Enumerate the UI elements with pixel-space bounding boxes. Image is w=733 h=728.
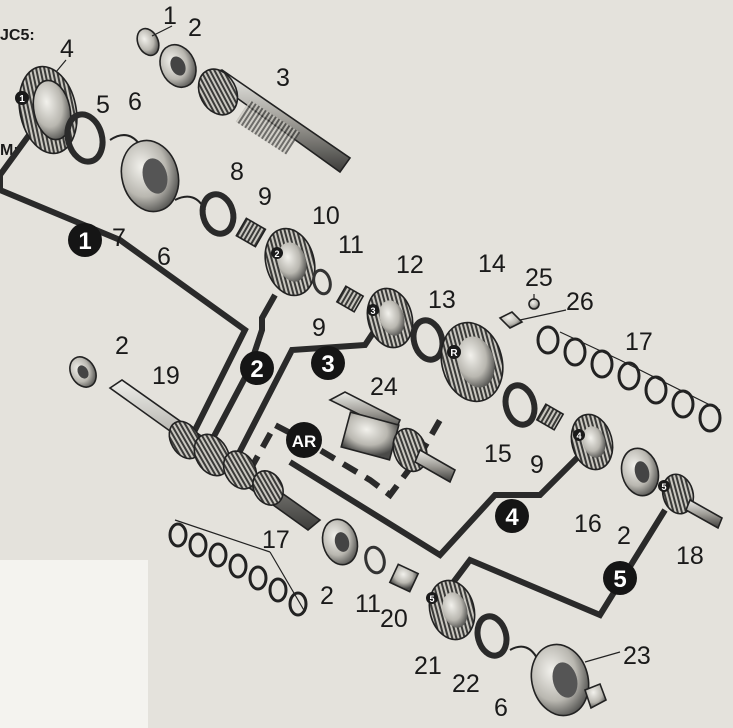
gear-mark-5: 5 [661,482,666,492]
svg-text:AR: AR [292,432,317,451]
callout-2-bottom: 2 [320,582,334,610]
badge-gear-3: 3 [311,346,345,380]
badge-gear-4: 4 [495,499,529,533]
callout-25: 25 [525,264,553,292]
part-7-synchro-hub [120,139,180,213]
part-2-bearing-left [69,356,97,388]
callout-2-top: 2 [188,14,202,42]
part-24-reverse-idler [328,391,457,484]
callout-7: 7 [112,224,126,252]
part-26-spring-plate [498,311,524,329]
part-2-bearing-right [620,447,660,497]
shift-path-2 [209,293,278,442]
callout-8: 8 [230,158,244,186]
callout-9-b: 9 [312,314,326,342]
part-20-bush [388,563,420,593]
callout-12: 12 [396,251,424,279]
callout-11-b: 11 [355,590,381,618]
part-18-gear-fifth [658,473,724,530]
callout-26: 26 [566,288,594,316]
part-12-gear-third [366,287,414,349]
callout-16: 16 [574,510,602,538]
badge-reverse: AR [286,422,322,458]
callout-5: 5 [96,91,110,119]
callout-20: 20 [380,605,408,633]
gear-mark-r: R [450,348,458,359]
diagram-header-code: JC5: [0,27,35,44]
callout-10: 10 [312,202,340,230]
part-10-gear-second [264,227,316,297]
part-17-shim-set-bottom [168,522,308,617]
part-5-synchro-ring [64,111,106,165]
callout-6-top: 6 [128,88,142,116]
callout-9-c: 9 [530,451,544,479]
part-16-gear-fourth [570,413,614,471]
part-8-synchro-ring [199,191,237,237]
callout-15: 15 [484,440,512,468]
callout-6-mid: 6 [157,243,171,271]
callout-leaders [55,25,721,663]
part-25-pin [528,298,540,310]
callout-13: 13 [428,286,456,314]
shift-badges: 1 2 3 4 5 AR [68,223,637,595]
part-13-synchro-ring [410,317,446,363]
gear-mark-4: 4 [576,431,581,441]
svg-text:1: 1 [78,228,91,255]
callout-18: 18 [676,542,704,570]
part-17-shim-set-top [536,325,722,433]
shift-path-1 [0,118,249,442]
part-22-synchro-ring [474,613,510,659]
part-15-synchro-ring [502,382,538,428]
callout-11-a: 11 [338,231,364,259]
svg-text:5: 5 [613,566,626,593]
callout-17-bottom: 17 [262,526,290,554]
callout-9-a: 9 [258,183,272,211]
gear-mark-5-driven: 5 [429,594,434,604]
part-14-reverse-synchro [440,321,504,403]
part-9-needle-bearing-a [235,217,267,248]
part-2-bearing-bottom [321,518,359,566]
part-11-washer-b [364,545,386,575]
part-9-needle-bearing-b [335,285,365,313]
callout-2-right: 2 [617,522,631,550]
callout-4: 4 [60,35,74,63]
svg-text:3: 3 [321,351,334,378]
part-21-gear-fifth-driven [426,579,476,641]
callout-14: 14 [478,250,506,278]
callout-21: 21 [414,652,442,680]
callout-23: 23 [623,642,651,670]
callout-17-top: 17 [625,328,653,356]
shift-path-4 [288,452,583,559]
part-23-synchro-hub-fifth [530,643,607,717]
callout-24: 24 [370,373,398,401]
part-4-gear-first [15,65,78,155]
paper-blank-patch [0,560,148,728]
part-2-bearing-top [159,44,197,88]
gear-mark-1: 1 [19,94,25,105]
badge-gear-1: 1 [68,223,102,257]
svg-text:2: 2 [250,356,263,383]
gear-mark-2: 2 [274,249,279,259]
part-11-washer-a [312,268,332,296]
badge-gear-5: 5 [603,561,637,595]
part-19-secondary-shaft [108,379,322,532]
part-3-primary-shaft [197,68,352,174]
shift-path-lines [0,118,668,619]
gear-marks: 1 2 3 4 5 R 5 [19,94,666,604]
callout-2-left: 2 [115,332,129,360]
callout-labels: 1 2 3 4 5 6 7 8 9 10 11 9 12 13 14 25 26… [60,2,704,722]
part-9-needle-bearing-c [535,403,565,431]
callout-3: 3 [276,64,290,92]
callout-1: 1 [163,2,177,30]
callout-6-bottom: 6 [494,694,508,722]
callout-22: 22 [452,670,480,698]
gear-mark-3: 3 [370,306,375,316]
shift-path-5 [437,508,668,619]
svg-text:4: 4 [505,504,519,531]
badge-gear-2: 2 [240,351,274,385]
callout-19: 19 [152,362,180,390]
